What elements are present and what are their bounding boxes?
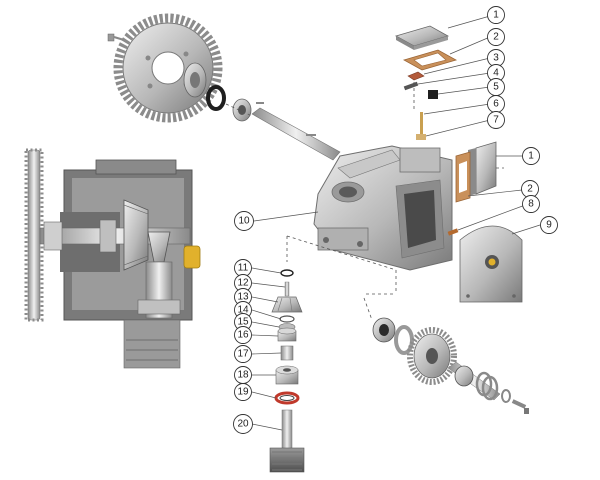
sprocket-bolt: [107, 33, 125, 42]
svg-text:7: 7: [493, 115, 499, 126]
bearing-right-1: [372, 317, 396, 343]
input-shaft-part-20: [269, 409, 305, 473]
bearing-part-16: [277, 327, 297, 342]
dash-line-shaft: [225, 103, 253, 117]
oil-seal-part-19: [274, 391, 300, 405]
svg-text:3: 3: [493, 53, 499, 64]
svg-text:10: 10: [238, 216, 250, 227]
breather-part-3: [407, 71, 425, 81]
svg-text:18: 18: [237, 370, 249, 381]
leader-lines: [251, 15, 541, 431]
cutaway-ring-gear: [123, 199, 149, 271]
output-shaft: [251, 102, 341, 161]
callout-20: 20: [233, 414, 253, 434]
callout-7: 7: [487, 111, 505, 129]
washer-part-14: [279, 315, 295, 323]
svg-text:2: 2: [493, 32, 499, 43]
dipstick-part-6: [420, 112, 423, 138]
svg-text:17: 17: [237, 349, 249, 360]
assembly-guide-lines: [286, 82, 504, 321]
svg-text:1: 1: [528, 151, 534, 162]
callout-1-side: 1: [522, 147, 540, 165]
callout-2-top: 2: [487, 28, 505, 46]
bottom-stack: [269, 269, 305, 473]
svg-text:6: 6: [493, 99, 499, 110]
svg-text:12: 12: [237, 278, 249, 289]
cutaway-sprocket: [24, 148, 44, 322]
callout-6: 6: [487, 95, 505, 113]
svg-text:4: 4: [493, 68, 499, 79]
svg-text:2: 2: [527, 184, 533, 195]
end-bolt-right: [511, 399, 529, 414]
snap-ring-part-11: [280, 269, 294, 277]
bearing-part-18: [275, 365, 299, 385]
washer-right: [501, 389, 511, 403]
callout-18: 18: [234, 366, 252, 384]
svg-text:20: 20: [237, 419, 249, 430]
side-gasket: [455, 151, 471, 203]
svg-text:11: 11: [238, 263, 249, 274]
callout-9: 9: [540, 216, 558, 234]
bearing-right-2: [454, 365, 474, 387]
callout-17: 17: [234, 345, 252, 363]
gearbox-housing: [313, 145, 453, 271]
cutaway-input-shaft: [123, 261, 181, 369]
callout-11: 11: [234, 259, 252, 277]
callout-5: 5: [487, 78, 505, 96]
output-bearing: [232, 98, 252, 122]
right-gear-group: [372, 317, 529, 414]
cutaway-brass-plug: [183, 245, 201, 269]
callout-2-side: 2: [521, 180, 539, 198]
breather-part-4: [403, 81, 419, 91]
callout-3: 3: [487, 49, 505, 67]
svg-text:8: 8: [528, 199, 534, 210]
end-cover-part-9: [459, 225, 523, 303]
pin-part-12: [284, 281, 290, 297]
spacer-ring-right: [394, 325, 414, 355]
small-screw-part-8: [447, 228, 459, 236]
svg-text:19: 19: [237, 387, 249, 398]
sprocket-hub: [183, 62, 207, 98]
callout-16: 16: [234, 326, 252, 344]
callout-10: 10: [234, 211, 254, 231]
top-cover-plate: [394, 25, 450, 50]
svg-text:9: 9: [546, 220, 552, 231]
sprocket: [113, 13, 223, 123]
bevel-pinion-part-13: [271, 296, 303, 313]
svg-text:5: 5: [493, 82, 499, 93]
spring-right: [475, 371, 499, 401]
dipstick-part-7: [416, 134, 426, 140]
cutaway-view: [24, 148, 201, 369]
bevel-ring-gear: [407, 327, 457, 385]
sprocket-assembly: [107, 13, 341, 161]
svg-text:13: 13: [237, 292, 249, 303]
oil-seal-output: [206, 85, 226, 111]
spacer-part-17: [280, 345, 294, 361]
breather-part-5: [428, 90, 438, 99]
callout-1-top: 1: [487, 6, 505, 24]
svg-text:14: 14: [237, 305, 249, 316]
top-gasket: [402, 49, 458, 71]
svg-text:16: 16: [237, 330, 249, 341]
callout-19: 19: [234, 383, 252, 401]
svg-text:15: 15: [237, 317, 249, 328]
side-cover-plate: [468, 141, 497, 196]
callout-8: 8: [522, 195, 540, 213]
svg-text:1: 1: [493, 10, 499, 21]
